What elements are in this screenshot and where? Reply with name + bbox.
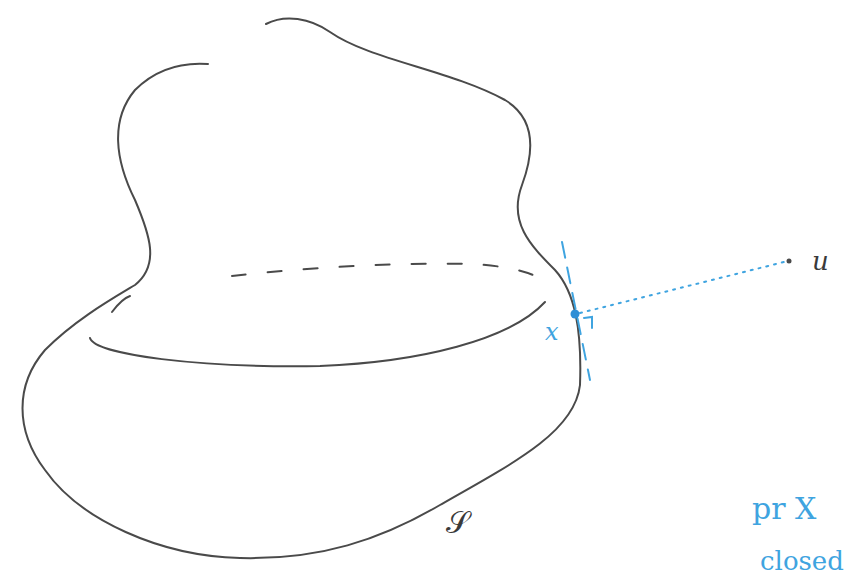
- front-equator: [90, 302, 545, 366]
- surface-outline: [23, 18, 581, 558]
- tangent-line: [562, 242, 590, 380]
- set-label: 𝒮: [446, 508, 469, 538]
- note-text: pr X: [752, 494, 816, 524]
- right-angle-mark: [584, 317, 592, 328]
- projection-line: [580, 262, 784, 313]
- back-equator: [232, 264, 548, 285]
- note-text: closed: [760, 548, 844, 574]
- point-u: [787, 259, 792, 264]
- projection-point: [571, 310, 580, 319]
- point-label: x: [545, 320, 559, 344]
- point-label: u: [812, 248, 829, 274]
- contour-hook: [112, 296, 130, 312]
